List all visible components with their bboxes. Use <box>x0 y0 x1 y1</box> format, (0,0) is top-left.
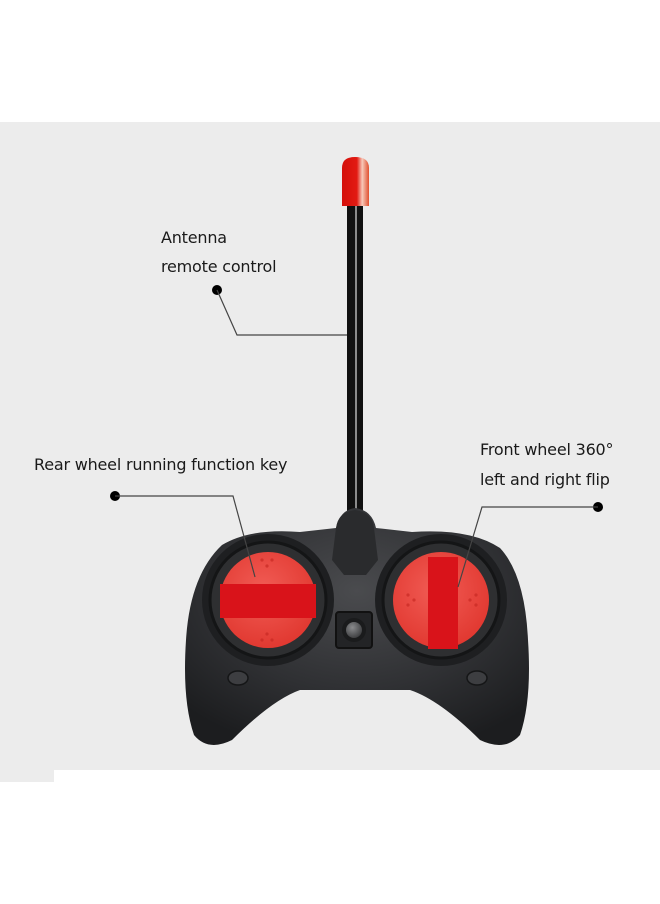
antenna-callout <box>212 285 347 336</box>
callout-line <box>457 506 598 588</box>
left-shoulder-nub[interactable] <box>227 670 249 686</box>
callout-line <box>216 289 347 336</box>
antenna-label-line1: Antenna <box>161 228 227 247</box>
antenna-label-line2: remote control <box>161 257 277 276</box>
left-dpad-button[interactable] <box>220 552 316 648</box>
callout-line <box>115 495 256 578</box>
front-wheel-label-line2: left and right flip <box>480 470 610 489</box>
background-notch <box>0 770 54 782</box>
right-dpad-button[interactable] <box>393 552 489 649</box>
rear-wheel-label: Rear wheel running function key <box>34 455 288 474</box>
antenna <box>342 157 369 520</box>
center-button[interactable] <box>335 611 373 649</box>
rear-wheel-callout <box>110 491 256 578</box>
antenna-tip <box>342 157 369 206</box>
front-wheel-label-line1: Front wheel 360° <box>480 440 614 459</box>
front-wheel-callout <box>457 502 603 588</box>
right-shoulder-nub[interactable] <box>466 670 488 686</box>
